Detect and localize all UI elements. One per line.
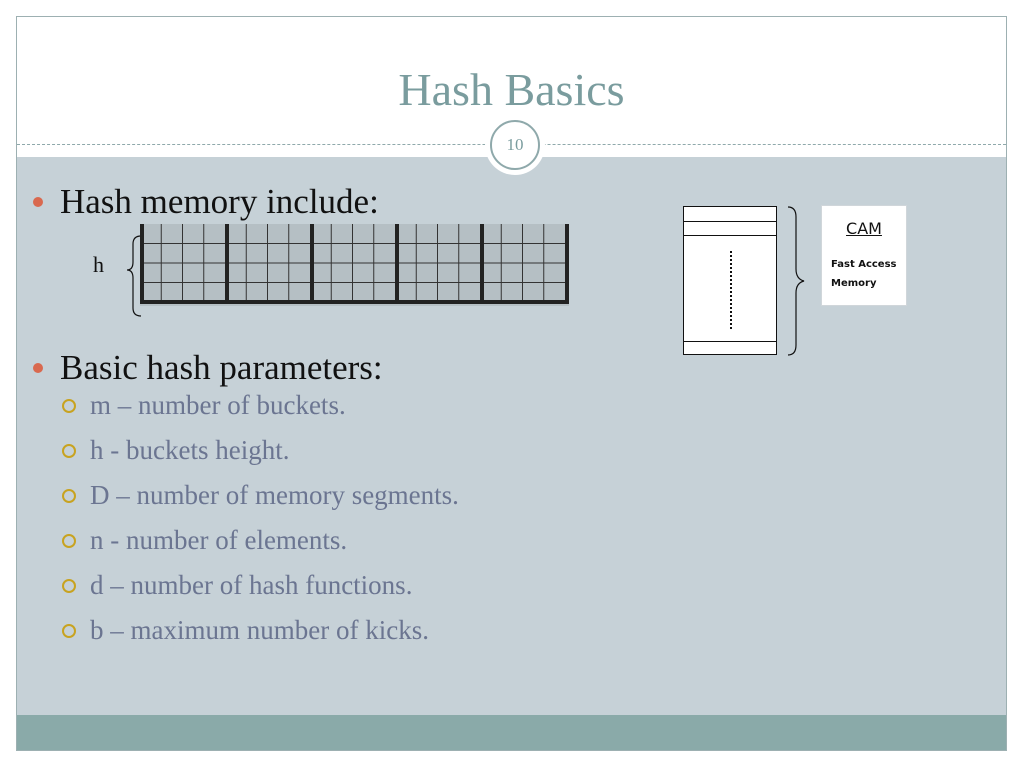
parameter-item: d – number of hash functions. <box>62 563 459 608</box>
bucket-grid <box>140 224 569 306</box>
bullet-dot-icon <box>33 196 43 207</box>
cam-subtitle: Fast Access <box>831 259 897 270</box>
ring-bullet-icon <box>62 443 76 458</box>
memory-table-icon <box>683 206 805 356</box>
footer-bar <box>17 715 1006 750</box>
height-label: h <box>93 252 104 277</box>
parameter-item: h - buckets height. <box>62 428 459 473</box>
parameter-item: D – number of memory segments. <box>62 473 459 518</box>
height-brace-icon <box>126 235 142 317</box>
bullet-hash-memory: Hash memory include: <box>33 184 379 219</box>
parameter-text: D – number of memory segments. <box>90 480 459 510</box>
slide-number: 10 <box>490 120 540 170</box>
parameter-item: m – number of buckets. <box>62 383 459 428</box>
cam-title: CAM <box>846 219 882 238</box>
grid-backdrop <box>140 224 569 306</box>
ring-bullet-icon <box>62 398 76 413</box>
parameter-text: b – maximum number of kicks. <box>90 615 429 645</box>
slide-title: Hash Basics <box>398 64 625 115</box>
bullet-text: Basic hash parameters: <box>60 348 383 387</box>
ring-bullet-icon <box>62 578 76 593</box>
parameter-text: h - buckets height. <box>90 435 290 465</box>
cam-subtitle: Memory <box>831 278 877 289</box>
parameter-text: d – number of hash functions. <box>90 570 413 600</box>
ring-bullet-icon <box>62 488 76 503</box>
bullet-hash-parameters: Basic hash parameters: <box>33 350 383 385</box>
parameter-item: n - number of elements. <box>62 518 459 563</box>
parameter-list: m – number of buckets. h - buckets heigh… <box>62 383 459 653</box>
ring-bullet-icon <box>62 623 76 638</box>
slide-number-badge: 10 <box>485 115 545 175</box>
parameter-text: n - number of elements. <box>90 525 348 555</box>
ring-bullet-icon <box>62 533 76 548</box>
parameter-item: b – maximum number of kicks. <box>62 608 459 653</box>
bullet-text: Hash memory include: <box>60 182 379 221</box>
parameter-text: m – number of buckets. <box>90 390 346 420</box>
cam-box: CAM Fast Access Memory <box>821 205 907 306</box>
bullet-dot-icon <box>33 362 43 373</box>
